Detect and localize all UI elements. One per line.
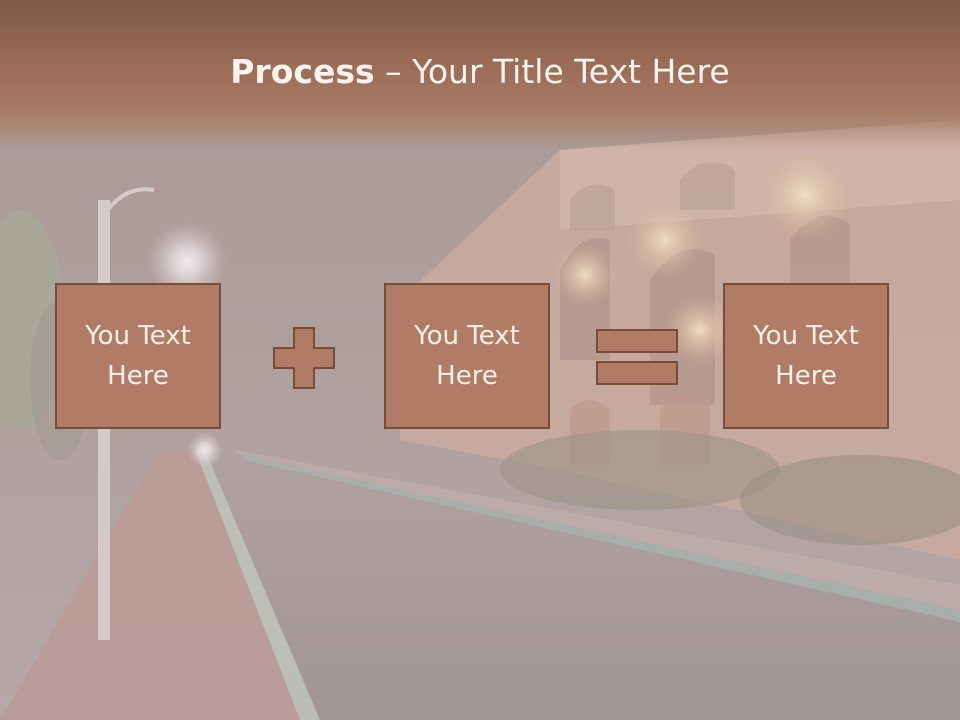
title-bold: Process (230, 52, 375, 91)
equals-icon (596, 329, 678, 385)
process-box-3: You Text Here (723, 283, 889, 429)
plus-icon (273, 327, 335, 389)
slide-title: Process – Your Title Text Here (0, 52, 960, 91)
process-box-3-label: You Text Here (753, 321, 859, 391)
title-banner (0, 0, 960, 150)
process-box-1: You Text Here (55, 283, 221, 429)
title-rest: – Your Title Text Here (374, 52, 730, 91)
process-box-2-label: You Text Here (414, 321, 520, 391)
process-box-2: You Text Here (384, 283, 550, 429)
process-box-1-label: You Text Here (85, 321, 191, 391)
